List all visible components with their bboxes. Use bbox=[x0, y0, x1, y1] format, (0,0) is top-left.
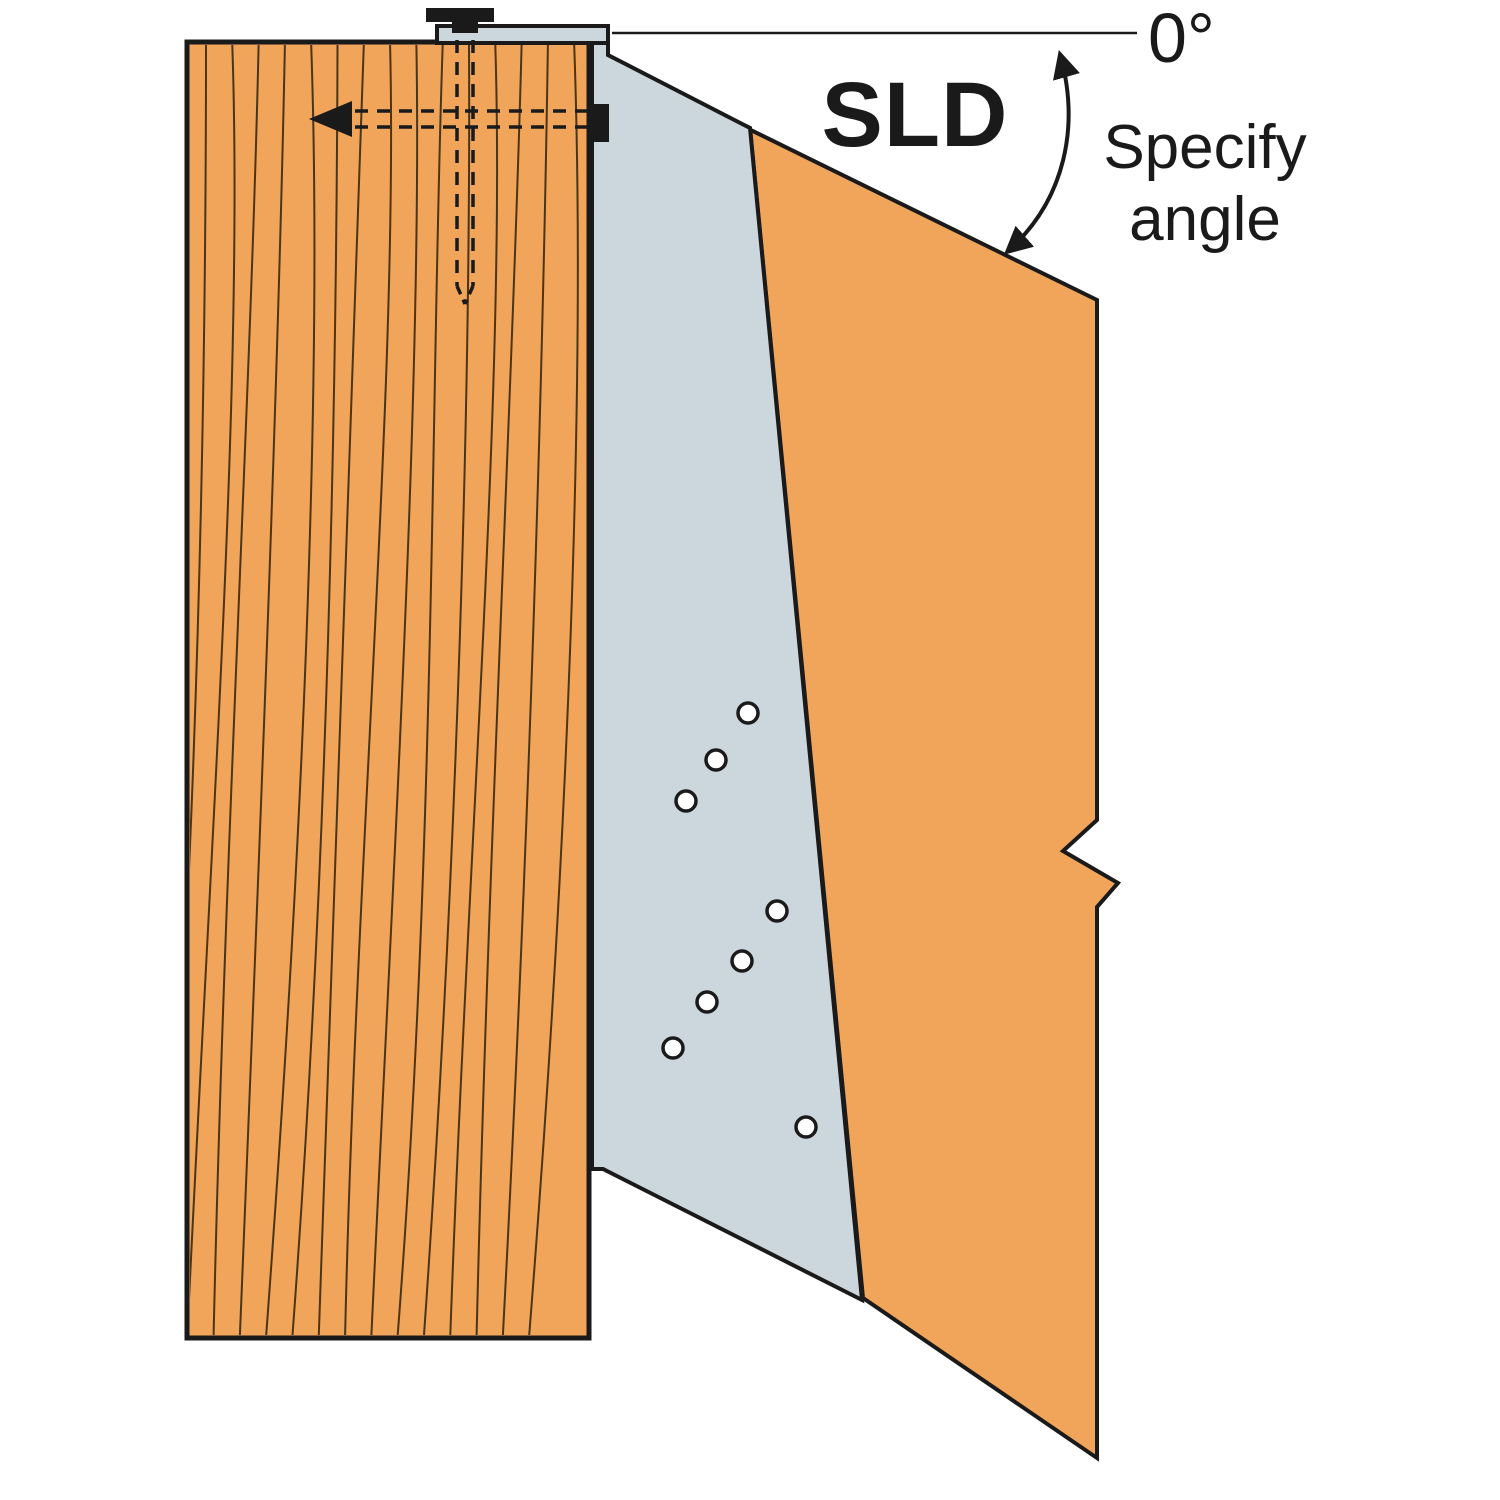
wood-grain-line bbox=[238, 45, 286, 1335]
nail-hole bbox=[794, 1115, 818, 1139]
hanger bbox=[435, 24, 865, 1304]
wood-grain-line bbox=[190, 45, 236, 1300]
nail-hole bbox=[730, 949, 754, 973]
nail-hole bbox=[695, 990, 719, 1014]
nail-arrowhead bbox=[309, 101, 352, 137]
wood-grain-line bbox=[212, 45, 260, 1335]
screw-collar bbox=[452, 21, 478, 33]
specify-angle-label-line2: angle bbox=[1129, 185, 1281, 254]
wood-grain-line bbox=[265, 45, 316, 1335]
nail-hole bbox=[661, 1036, 685, 1060]
nail-holes bbox=[661, 701, 818, 1139]
nail-direction-indicator bbox=[309, 101, 588, 137]
wood-grain-line bbox=[501, 45, 549, 1335]
screw-fastener bbox=[426, 8, 494, 305]
nail-hole bbox=[674, 789, 698, 813]
wood-grain-line bbox=[370, 45, 419, 1335]
screw-head bbox=[426, 8, 494, 22]
angle-arc-arrow bbox=[1003, 49, 1080, 255]
screw-tip-hidden bbox=[455, 285, 475, 305]
zero-degree-label: 0° bbox=[1148, 0, 1215, 77]
nail-hole bbox=[704, 748, 728, 772]
wood-grain-line bbox=[528, 45, 579, 1335]
wood-grain-line bbox=[449, 45, 499, 1335]
wood-grain-line bbox=[475, 45, 523, 1335]
wood-grain-line bbox=[291, 45, 339, 1335]
wood-grain-line bbox=[344, 45, 393, 1335]
wood-grain-line bbox=[396, 45, 444, 1335]
product-label: SLD bbox=[822, 64, 1009, 166]
hanger-bend-tab bbox=[592, 104, 609, 142]
hanger-top-strap bbox=[435, 24, 610, 45]
wood-grain-line bbox=[190, 45, 207, 869]
wood-grain-line bbox=[423, 45, 471, 1335]
specify-angle-label-line1: Specify bbox=[1103, 113, 1306, 182]
nail-hole bbox=[736, 701, 760, 725]
nail-hole bbox=[765, 899, 789, 923]
wood-header-face bbox=[184, 39, 592, 1341]
wood-header bbox=[184, 39, 592, 1341]
